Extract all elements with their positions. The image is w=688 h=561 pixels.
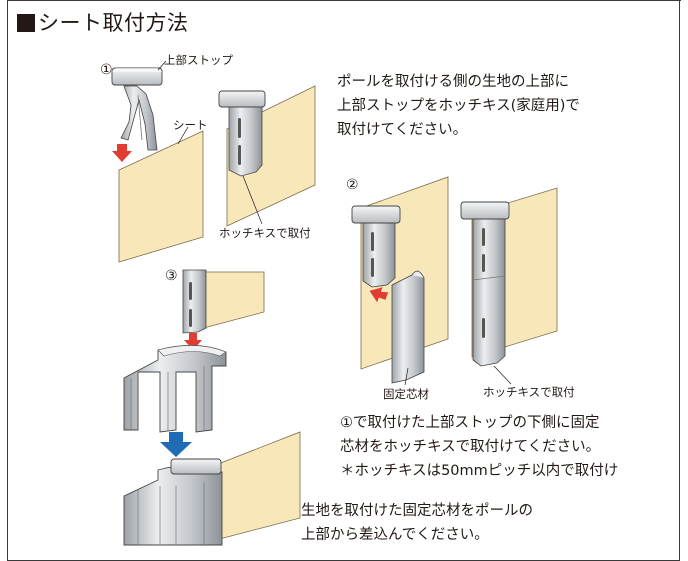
step2-core-material <box>391 270 425 384</box>
step1-sheet <box>118 130 204 263</box>
step2-label-staple: ホッチキスで取付 <box>483 385 575 399</box>
step3-red-arrow-icon <box>184 333 202 350</box>
step2-text-line1: ①で取付けた上部ストップの下側に固定 <box>340 415 600 431</box>
step1-text-line1: ポールを取付ける側の生地の上部に <box>337 74 569 90</box>
step3-blue-arrow-icon <box>160 432 192 457</box>
step1-text-line2: 上部ストップをホッチキス(家庭用)で <box>337 98 580 114</box>
frame-top-line <box>7 0 681 1</box>
step3-text-line2: 上部から差込んでください。 <box>301 527 489 543</box>
step2-text-line2: 芯材をホッチキスで取付けてください。 <box>340 439 601 455</box>
step1-top-stop <box>111 67 163 151</box>
square-bullet-icon <box>17 14 35 32</box>
step1-red-arrow-icon <box>112 144 132 162</box>
step1-label-staple: ホッチキスで取付 <box>219 226 311 240</box>
step2-result-core <box>460 201 510 367</box>
step3-text-line1: 生地を取付けた固定芯材をポールの <box>301 503 533 519</box>
step1-result-stop <box>218 90 266 177</box>
step3-number: ③ <box>165 268 178 284</box>
step2-top-stop <box>351 205 401 288</box>
step2-number: ② <box>346 177 359 193</box>
step3-pole <box>123 345 227 433</box>
step1-label-top-stop: 上部ストップ <box>164 53 233 67</box>
step1-text-line3: 取付けてください。 <box>337 122 468 138</box>
step3-result-pole <box>123 458 223 546</box>
page-title-text: シート取付方法 <box>38 11 189 35</box>
page-title: シート取付方法 <box>17 11 189 35</box>
step1-number: ① <box>100 62 113 78</box>
step2-label-core: 固定芯材 <box>383 387 429 401</box>
step2-red-arrow-icon <box>369 287 389 303</box>
step2-text-line3: ＊ホッチキスは50mmピッチ以内で取付け <box>340 463 619 479</box>
step1-label-sheet: シート <box>173 118 208 132</box>
step3-core <box>182 269 207 334</box>
